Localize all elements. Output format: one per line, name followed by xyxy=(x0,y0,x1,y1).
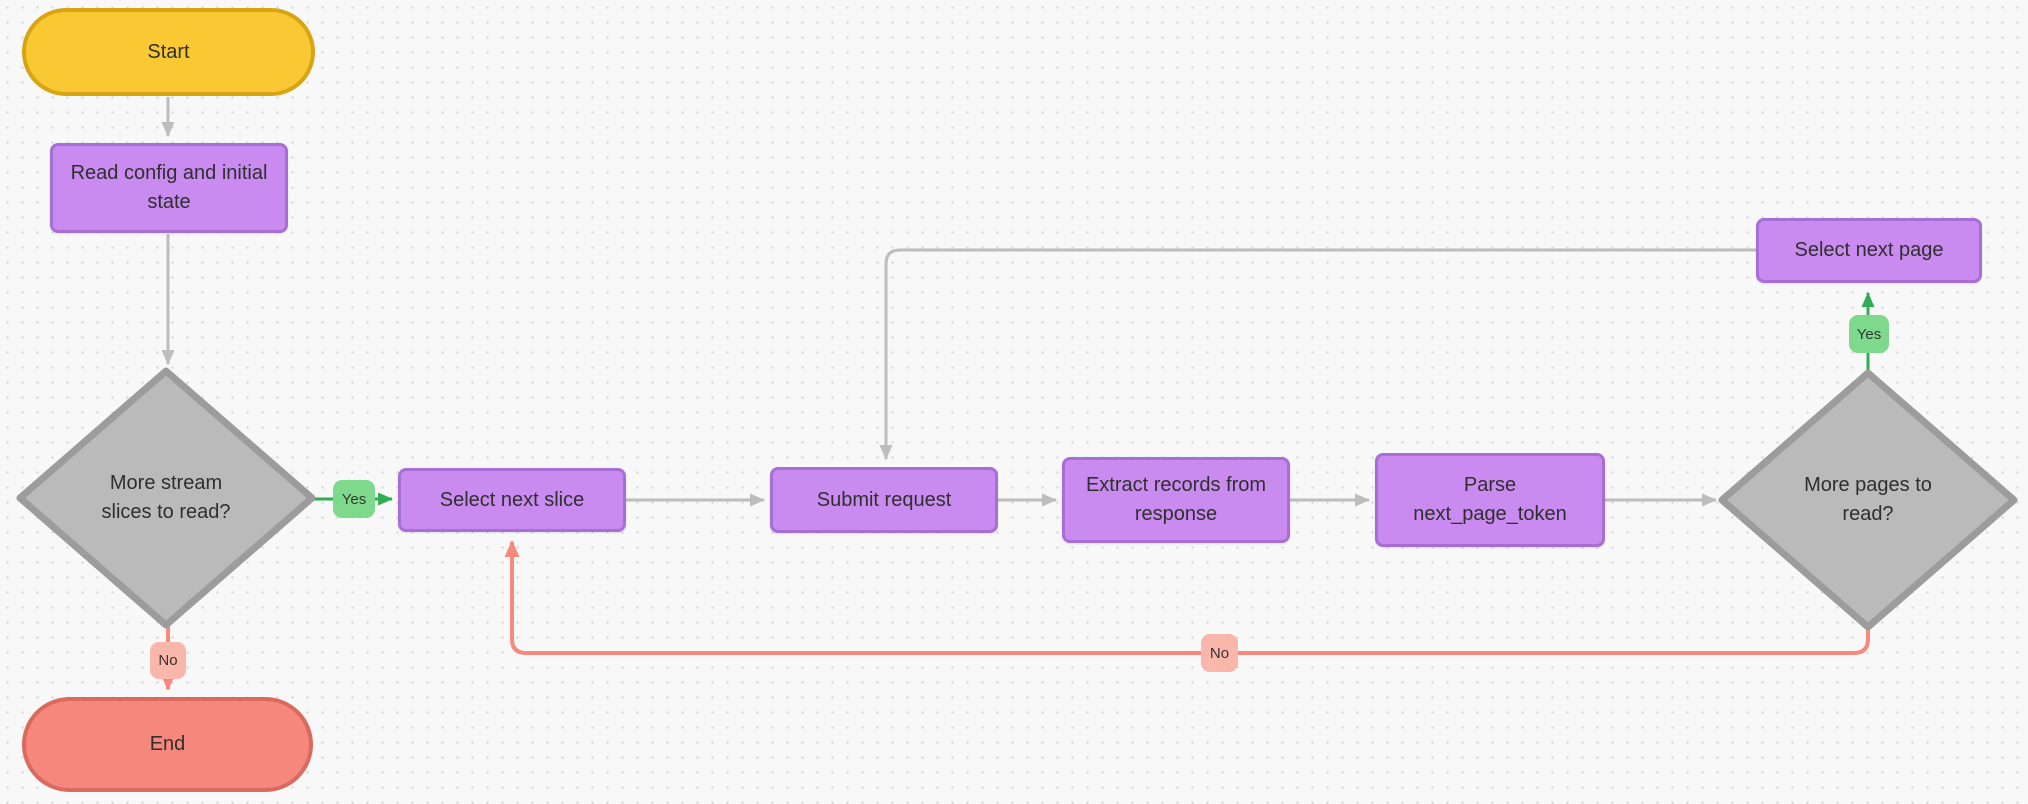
node-select-next-page: Select next page xyxy=(1756,218,1982,283)
edge-label-yes-slices: Yes xyxy=(333,480,375,518)
edge-label-no-slices: No xyxy=(150,642,186,679)
decision-more-pages-shape xyxy=(1718,369,2018,631)
node-select-next-slice: Select next slice xyxy=(398,468,626,532)
decision-more-slices-shape xyxy=(16,367,316,629)
node-read-config: Read config and initial state xyxy=(50,143,288,233)
edge-label-no-pages: No xyxy=(1201,634,1238,672)
node-parse-token: Parse next_page_token xyxy=(1375,453,1605,547)
edge-more-pages-no-to-select-next-slice xyxy=(504,540,1870,655)
node-submit-request: Submit request xyxy=(770,467,998,533)
edge-label-yes-pages: Yes xyxy=(1849,315,1889,353)
edge-select-next-page-to-submit-request xyxy=(879,248,1756,460)
node-extract-records: Extract records from response xyxy=(1062,457,1290,543)
node-start: Start xyxy=(22,8,315,96)
node-end: End xyxy=(22,697,313,792)
